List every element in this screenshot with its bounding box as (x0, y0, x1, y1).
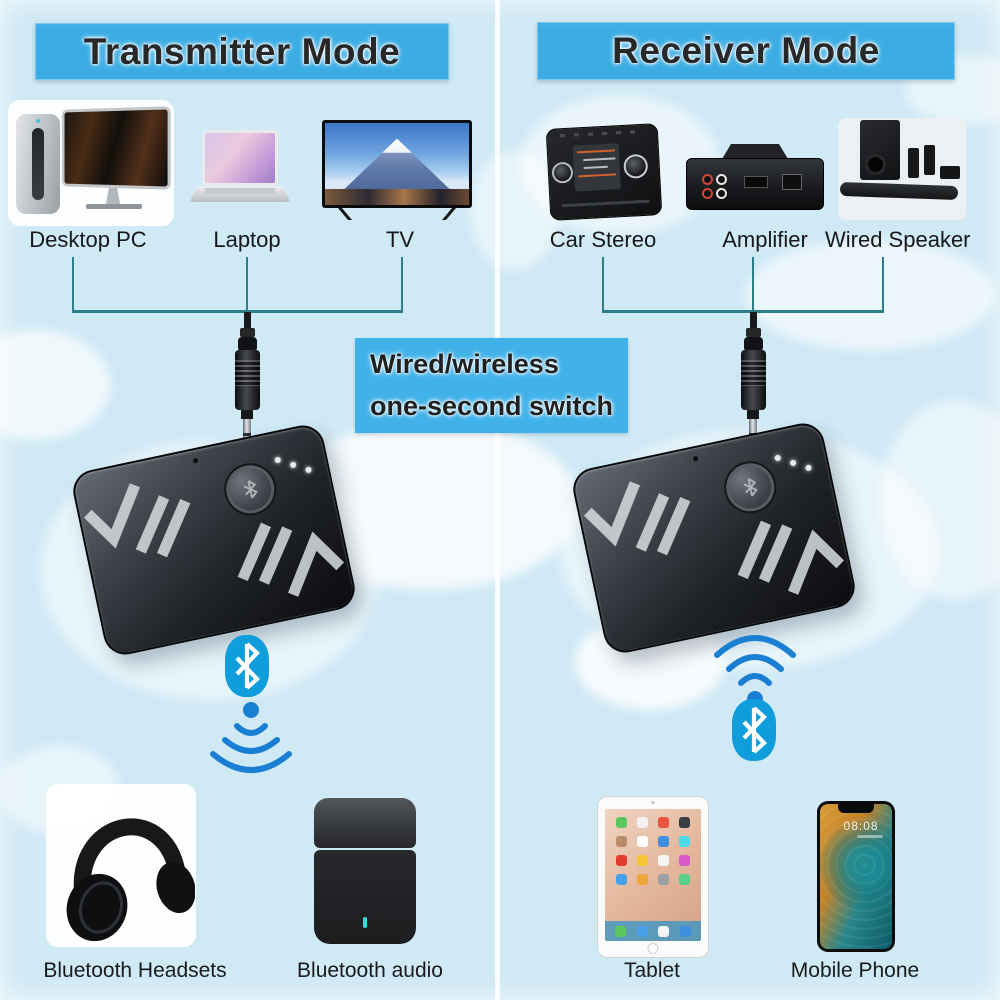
chevron-pattern-icon (737, 520, 845, 595)
connector-line (882, 257, 884, 311)
tablet-dock (605, 921, 701, 941)
tablet-image (597, 796, 709, 958)
amplifier-label: Amplifier (722, 227, 808, 252)
tv-label: TV (385, 227, 415, 252)
desktop-pc-image (14, 106, 171, 220)
connector-line (72, 257, 74, 311)
connector-line (246, 257, 248, 311)
headphones-image (66, 818, 195, 942)
home-button (647, 943, 659, 954)
bluetooth-audio-label: Bluetooth audio (297, 959, 443, 982)
bluetooth-power-glyph-icon (743, 478, 758, 497)
mobile-phone-label: Mobile Phone (790, 959, 920, 982)
phone-clock: 08:08 (843, 819, 879, 833)
pc-monitor (61, 106, 171, 190)
panel-divider (495, 0, 500, 1000)
wired-speaker-label: Wired Speaker (825, 227, 971, 252)
app-icons-grid (611, 817, 695, 885)
bluetooth-transceiver-device (69, 421, 359, 659)
desktop-pc-label: Desktop PC (29, 227, 147, 252)
connector-line (602, 257, 604, 311)
wired-speaker-image (838, 118, 966, 220)
speaker-image (314, 798, 416, 944)
note-line-2: one-second switch (370, 391, 614, 421)
pc-tower (16, 114, 60, 214)
bluetooth-headsets-label: Bluetooth Headsets (43, 959, 227, 982)
signal-waves-icon (210, 702, 292, 773)
laptop-image (190, 130, 290, 208)
connector-line (72, 310, 403, 313)
chevron-pattern-icon (237, 522, 345, 597)
transmitter-mode-header: Transmitter Mode (35, 23, 449, 80)
bluetooth-icon (225, 635, 269, 697)
signal-waves-icon (714, 635, 796, 707)
connector-line (401, 257, 403, 311)
receiver-mode-header: Receiver Mode (537, 22, 955, 80)
chevron-pattern-icon (583, 481, 691, 556)
car-stereo-image (545, 123, 663, 221)
cloud-shape (880, 400, 1000, 600)
speaker-led (363, 917, 367, 928)
multifunction-button (219, 458, 282, 521)
bluetooth-icon (732, 699, 776, 761)
note-line-1: Wired/wireless (370, 349, 559, 379)
laptop-label: Laptop (213, 227, 281, 252)
chevron-pattern-icon (83, 483, 191, 558)
cloud-shape (745, 240, 995, 350)
car-stereo-label: Car Stereo (549, 227, 657, 252)
phone-date-hint (857, 835, 884, 838)
cloud-shape (0, 330, 110, 440)
connector-line (602, 310, 884, 313)
amplifier-image (686, 144, 824, 212)
tablet-label: Tablet (623, 959, 681, 982)
center-note: Wired/wireless one-second switch (355, 338, 628, 433)
mobile-phone-image: 08:08 (817, 801, 895, 952)
phone-notch (838, 804, 874, 813)
bluetooth-power-glyph-icon (243, 480, 258, 499)
tv-image (322, 120, 472, 220)
bluetooth-transceiver-device (569, 419, 859, 657)
multifunction-button (719, 456, 782, 519)
connector-line (752, 257, 754, 311)
